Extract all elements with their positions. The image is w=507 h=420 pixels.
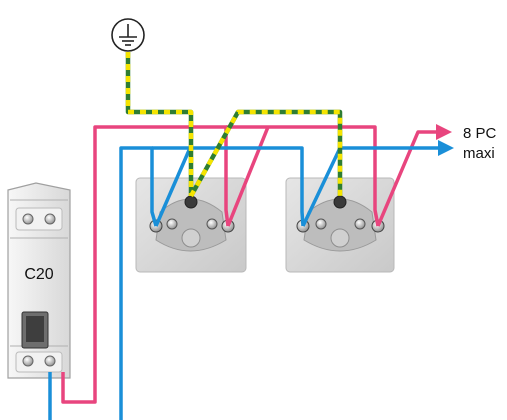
circuit-breaker: C20 bbox=[7, 182, 71, 379]
breaker-rating-label: C20 bbox=[24, 266, 53, 283]
output-label-line1: 8 PC bbox=[463, 125, 497, 142]
phase-wire-link bbox=[226, 125, 380, 227]
phase-arrow bbox=[436, 124, 452, 140]
socket-outlet-1 bbox=[135, 177, 247, 273]
phase-wire-out bbox=[376, 130, 440, 227]
phase-wire-segment bbox=[226, 126, 270, 227]
earth-wire bbox=[125, 52, 343, 198]
neutral-wire-link bbox=[152, 146, 305, 227]
neutral-arrow bbox=[438, 140, 454, 156]
output-label-line2: maxi bbox=[463, 145, 495, 162]
earth-ground-icon bbox=[111, 18, 145, 52]
neutral-wire-segment bbox=[154, 147, 192, 227]
phase-wire bbox=[61, 125, 230, 404]
